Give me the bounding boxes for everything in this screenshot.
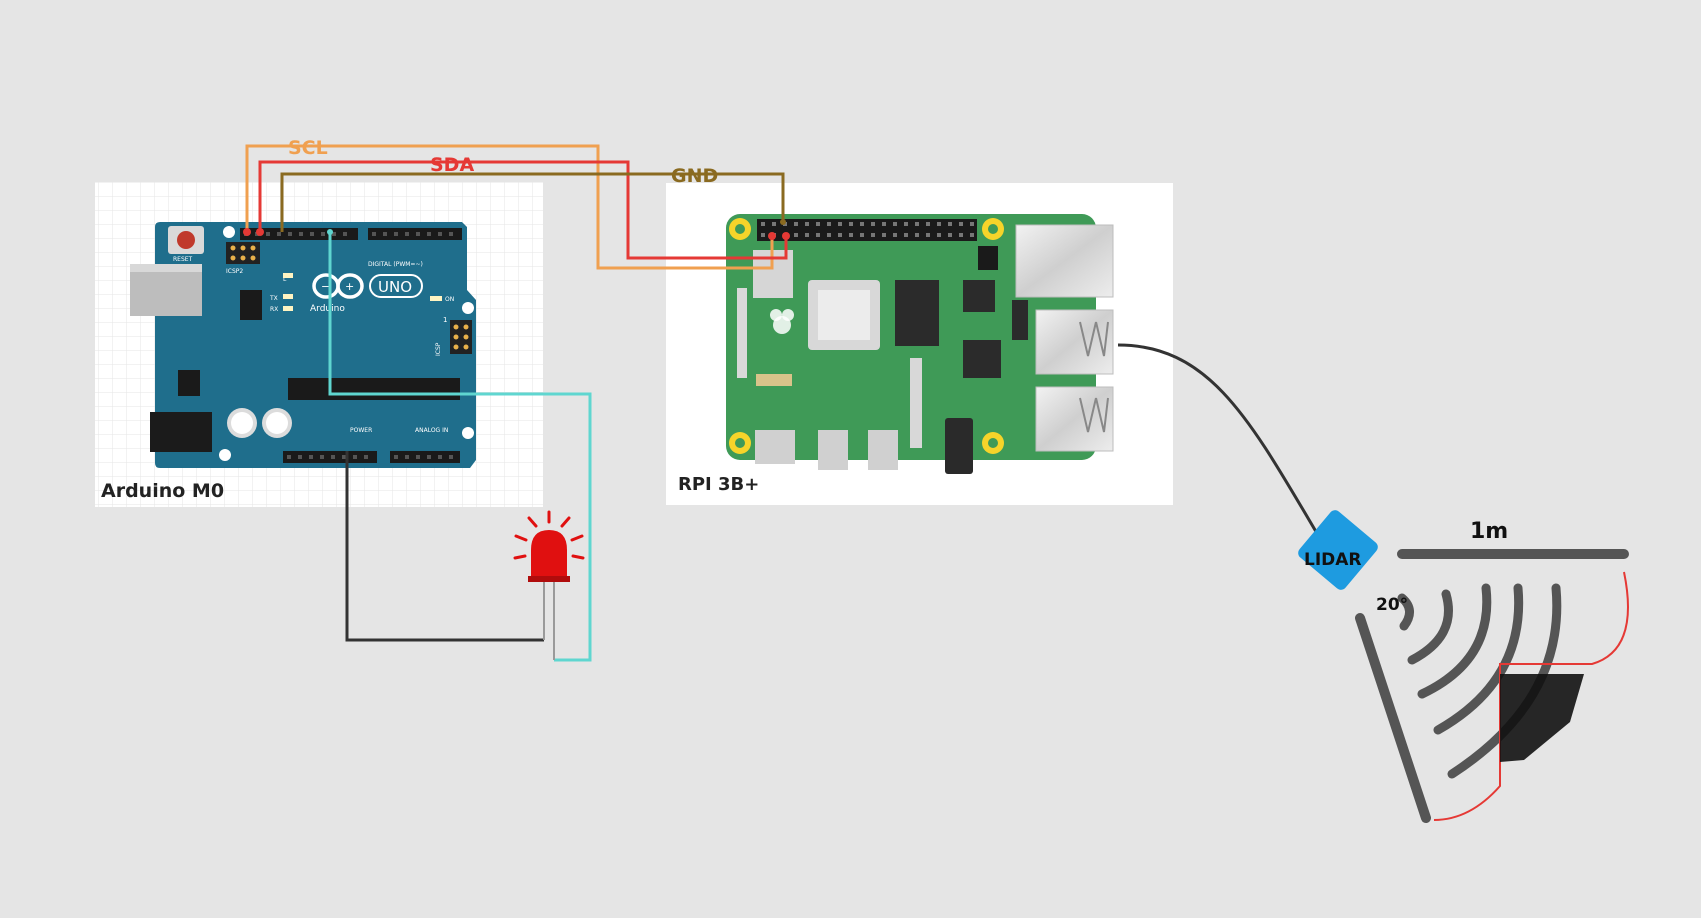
l-led-label: L <box>283 276 287 283</box>
icsp2-label: ICSP2 <box>226 268 243 275</box>
rpi-label: RPI 3B+ <box>678 474 759 495</box>
pin-one-label: 1 <box>443 316 447 324</box>
arduino-label: Arduino M0 <box>101 480 224 502</box>
digital-header[interactable] <box>240 228 462 240</box>
ram-chip <box>895 280 939 346</box>
raspberry-icon <box>770 309 794 334</box>
lidar-sensor[interactable] <box>1296 508 1381 593</box>
icsp-header <box>450 320 472 354</box>
on-led <box>430 296 442 301</box>
detection-zone <box>1355 549 1629 823</box>
arduino-board[interactable]: RESET ICSP2 DIGITAL (PWM=~) − + UNO <box>130 222 476 468</box>
led-icon <box>513 510 585 660</box>
svg-text:+: + <box>345 280 354 293</box>
model-label: UNO <box>378 278 412 296</box>
dsi-connector <box>910 358 922 448</box>
usb-chip <box>240 290 262 320</box>
micro-hdmi-port <box>868 430 898 470</box>
usb-cable[interactable] <box>1117 343 1320 536</box>
signal-wire[interactable] <box>327 229 592 662</box>
gnd-wire[interactable] <box>280 172 786 232</box>
arduino-logo: − + UNO Arduino <box>310 273 423 314</box>
mount-hole <box>223 226 235 238</box>
range-label: 1m <box>1470 519 1508 544</box>
gpio-header[interactable] <box>757 219 977 241</box>
rx-label: RX <box>270 306 278 313</box>
sda-label: SDA <box>430 154 474 176</box>
poe-header <box>978 246 998 270</box>
angle-label: 20° <box>1376 595 1408 615</box>
l-led <box>283 273 293 278</box>
mount-hole <box>462 302 474 314</box>
main-mcu-chip <box>288 378 460 400</box>
usb-c-port <box>755 430 795 464</box>
lidar-label: LIDAR <box>1304 550 1362 570</box>
wifi-chip <box>963 280 995 312</box>
voltage-regulator <box>178 370 200 396</box>
digital-label: DIGITAL (PWM=~) <box>368 261 423 268</box>
power-label: POWER <box>350 427 372 434</box>
power-header[interactable] <box>283 451 377 463</box>
tx-label: TX <box>269 295 278 302</box>
camera-connector <box>737 288 747 378</box>
svg-text:−: − <box>321 280 330 293</box>
mount-hole <box>219 449 231 461</box>
mount-hole <box>462 427 474 439</box>
scl-label: SCL <box>288 137 328 159</box>
reset-label: RESET <box>173 256 193 263</box>
gnd-label: GND <box>671 165 718 187</box>
ground-wire[interactable] <box>345 451 544 642</box>
icsp2-header <box>226 242 260 264</box>
analog-header[interactable] <box>390 451 460 463</box>
analog-label: ANALOG IN <box>415 427 448 434</box>
on-label: ON <box>445 296 454 303</box>
icsp-label: ICSP <box>435 342 442 356</box>
scl-wire[interactable] <box>243 144 776 270</box>
status-leds <box>756 374 792 386</box>
usb-b-port <box>130 264 202 316</box>
sda-wire[interactable] <box>256 160 790 260</box>
micro-hdmi-port <box>818 430 848 470</box>
brand-label: Arduino <box>310 304 345 314</box>
audio-jack <box>945 418 973 474</box>
ethernet-port <box>1015 224 1114 298</box>
rpi-board[interactable] <box>726 214 1114 474</box>
usb-controller-chip <box>963 340 1001 378</box>
dc-jack <box>150 412 212 452</box>
